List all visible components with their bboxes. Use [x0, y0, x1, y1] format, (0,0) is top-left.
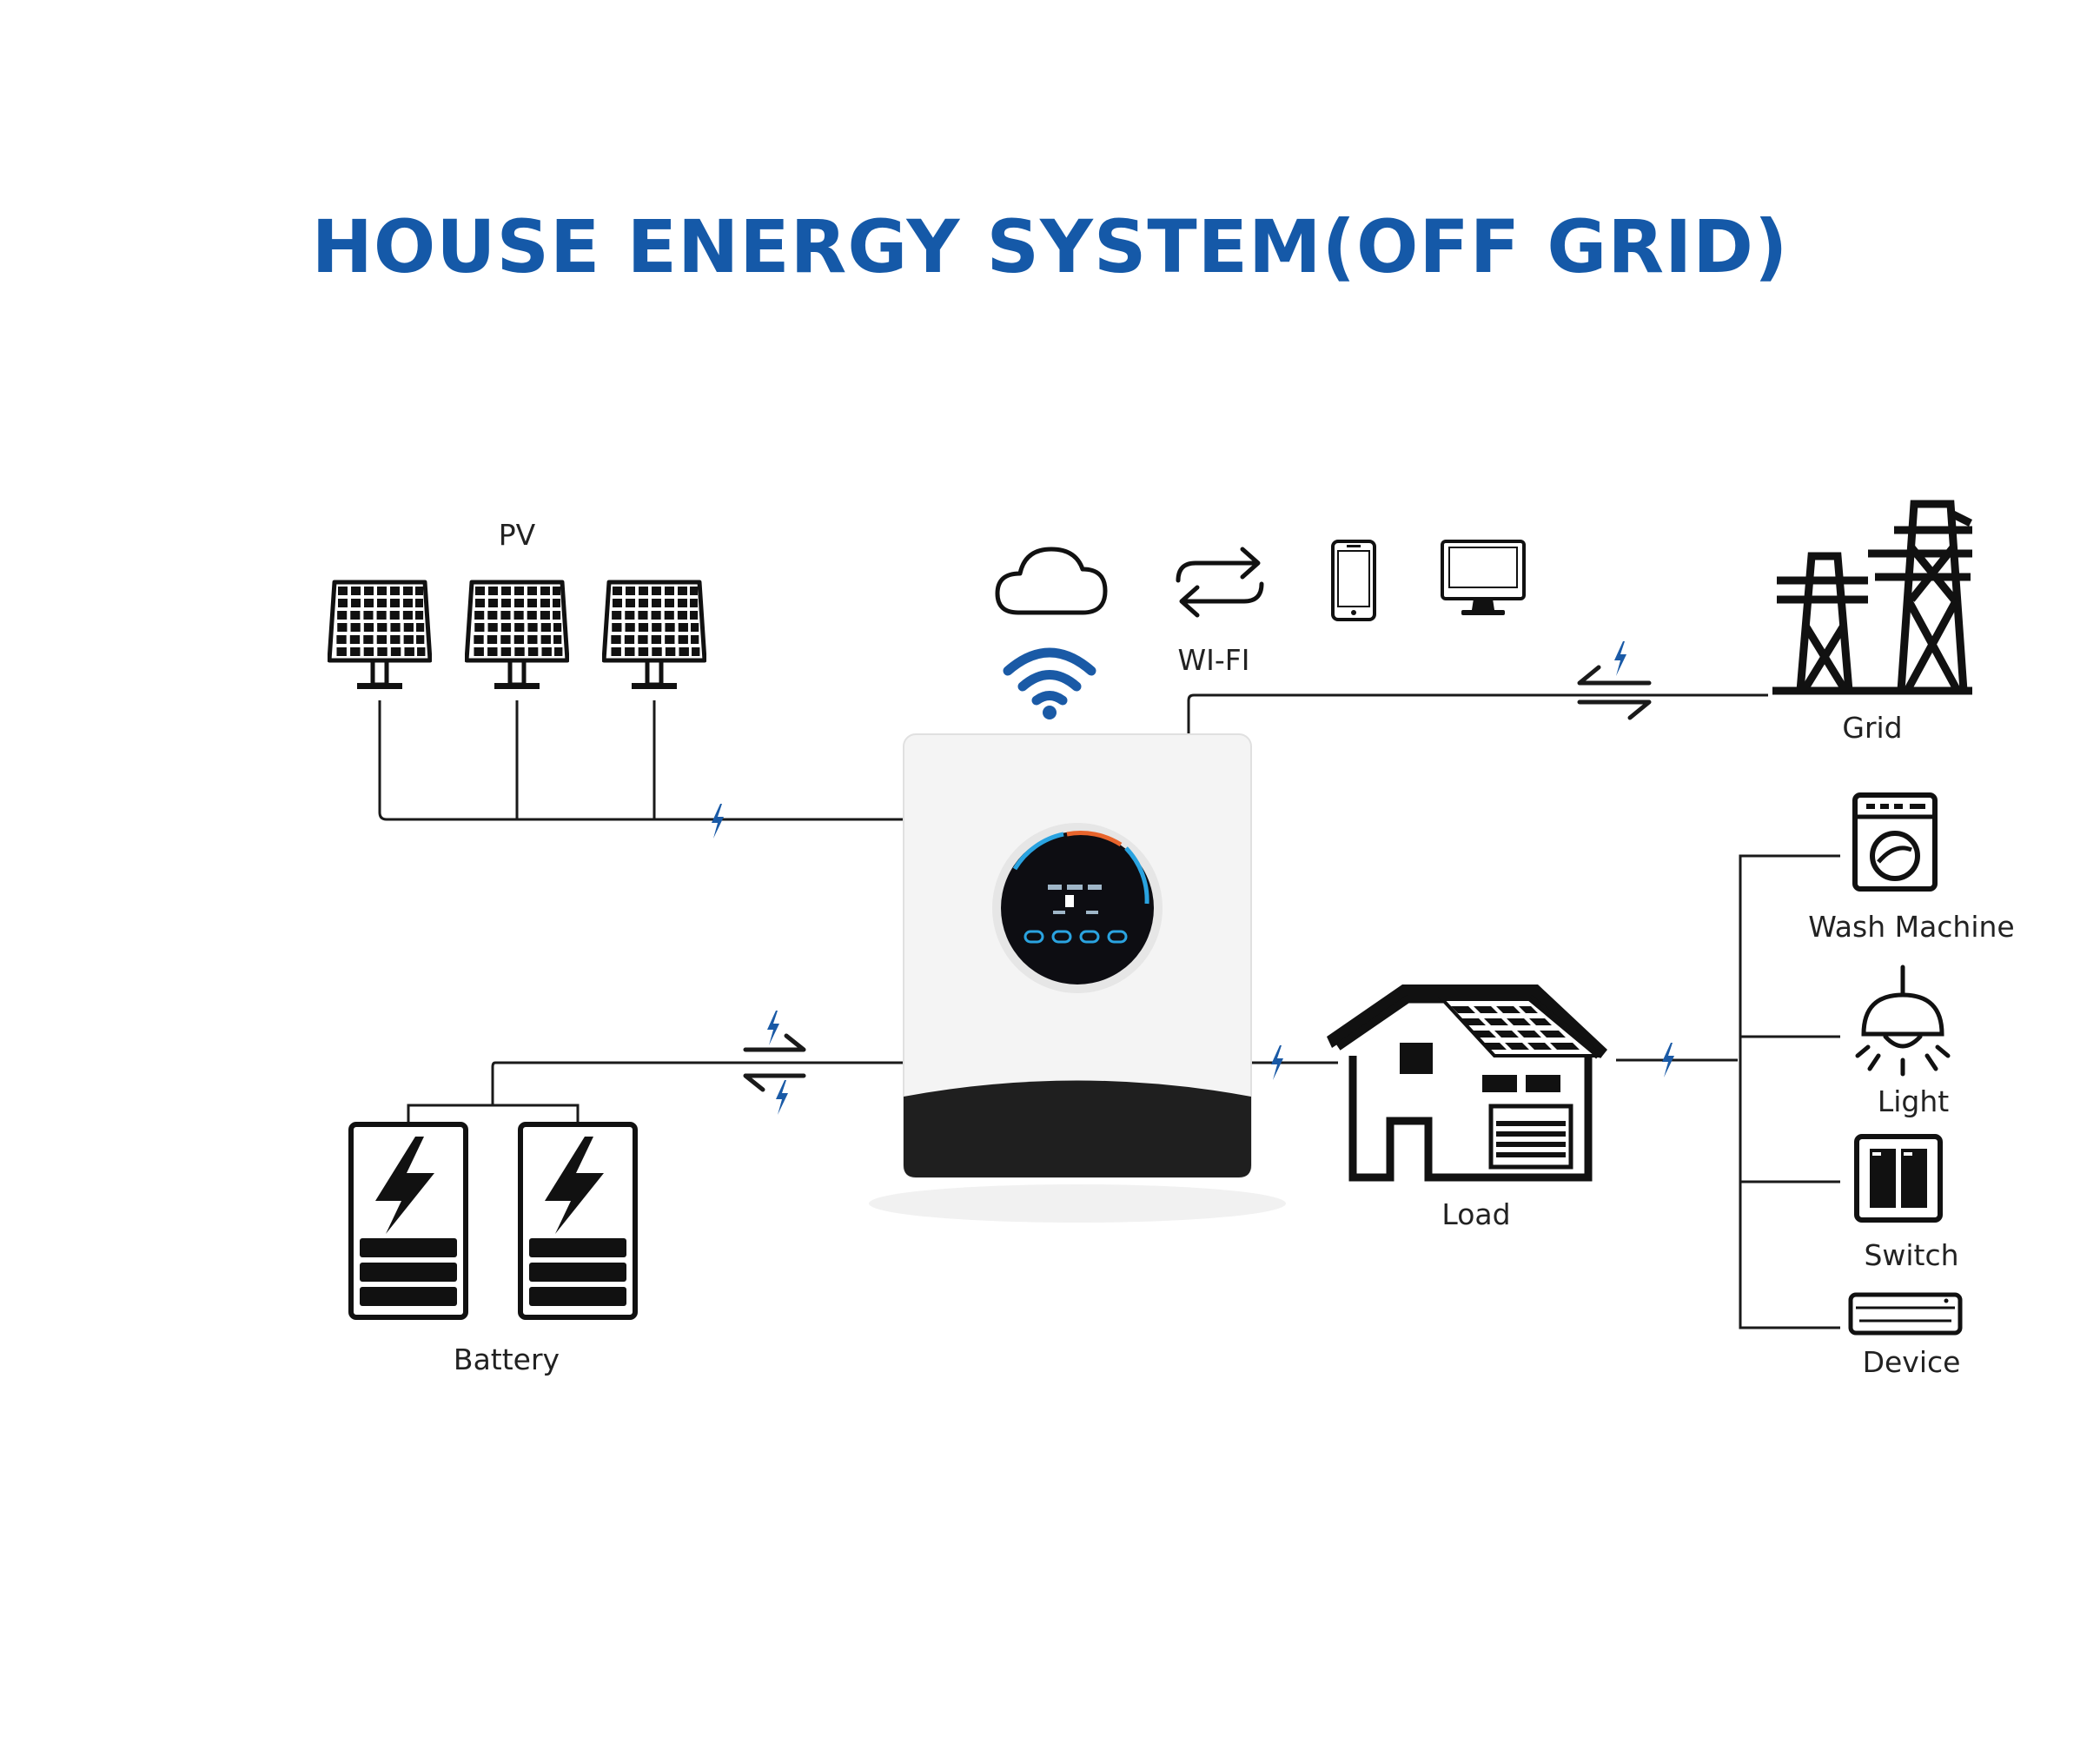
wash-machine-label: Wash Machine	[1808, 910, 2015, 944]
bidirectional-arrows-icon	[743, 1033, 806, 1092]
switch-label: Switch	[1864, 1238, 1959, 1272]
bolt-icon	[1614, 641, 1626, 676]
phone-icon	[1331, 540, 1376, 621]
appliance-bus	[1739, 854, 1840, 1329]
inverter-icon	[869, 733, 1286, 1223]
ceiling-light-icon	[1855, 965, 1951, 1077]
sync-arrows-icon	[1176, 547, 1264, 618]
light-label: Light	[1877, 1084, 1950, 1118]
battery-icon	[351, 1124, 466, 1317]
batteries	[351, 1124, 635, 1317]
pv-label: PV	[498, 518, 536, 552]
load-label: Load	[1441, 1197, 1511, 1231]
battery-line	[491, 1061, 904, 1105]
cloud-icon	[995, 547, 1108, 615]
bolt-icon	[712, 804, 724, 839]
grid-line	[1187, 693, 1768, 734]
battery-icon	[520, 1124, 635, 1317]
washing-machine-icon	[1852, 792, 1938, 892]
power-tower-icon	[1772, 500, 1973, 695]
pv-line	[378, 700, 904, 821]
wifi-label: WI-FI	[1177, 643, 1250, 677]
bidirectional-arrows-icon	[1577, 665, 1652, 720]
solar-panel-icon	[329, 582, 430, 689]
wall-switch-icon	[1854, 1134, 1943, 1223]
battery-bridge	[407, 1104, 580, 1126]
house-solar-roof-icon	[1327, 985, 1607, 1182]
pv-panels	[329, 582, 705, 689]
device-label: Device	[1862, 1345, 1961, 1379]
bolt-icon	[776, 1080, 788, 1115]
battery-label: Battery	[453, 1343, 560, 1376]
air-conditioner-icon	[1848, 1292, 1963, 1336]
solar-panel-icon	[467, 582, 567, 689]
connection-lines	[378, 693, 1840, 1329]
solar-panel-icon	[604, 582, 705, 689]
monitor-icon	[1441, 540, 1526, 615]
wifi-icon	[1003, 647, 1096, 719]
bolt-icon	[767, 1011, 779, 1045]
grid-label: Grid	[1842, 711, 1903, 745]
page-title: HOUSE ENERGY SYSTEM(OFF GRID)	[311, 204, 1789, 289]
